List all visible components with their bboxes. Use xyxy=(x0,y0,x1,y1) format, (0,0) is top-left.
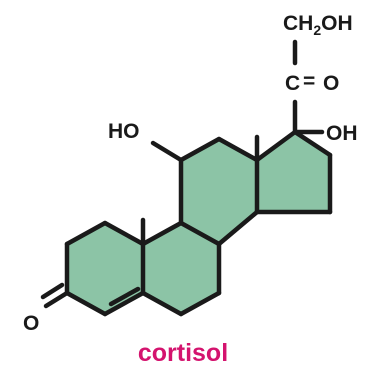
hydroxyl-oh-label: OH xyxy=(326,122,358,145)
ring-d xyxy=(257,132,330,212)
ketone-o-label: O xyxy=(23,312,39,335)
hydroxyl-ho-label: HO xyxy=(108,120,140,143)
carbonyl-double-bond-label: = xyxy=(303,70,315,93)
bonds xyxy=(40,39,333,317)
ring-c xyxy=(181,139,257,244)
carbonyl-c-label: C xyxy=(285,72,300,95)
ch2oh-label: CH2OH xyxy=(283,12,353,38)
ring-fills xyxy=(67,132,330,314)
carbonyl-o-label: O xyxy=(323,72,339,95)
ring-b xyxy=(143,223,219,314)
molecule-name-caption: cortisol xyxy=(138,339,228,367)
ring-a xyxy=(67,223,143,314)
